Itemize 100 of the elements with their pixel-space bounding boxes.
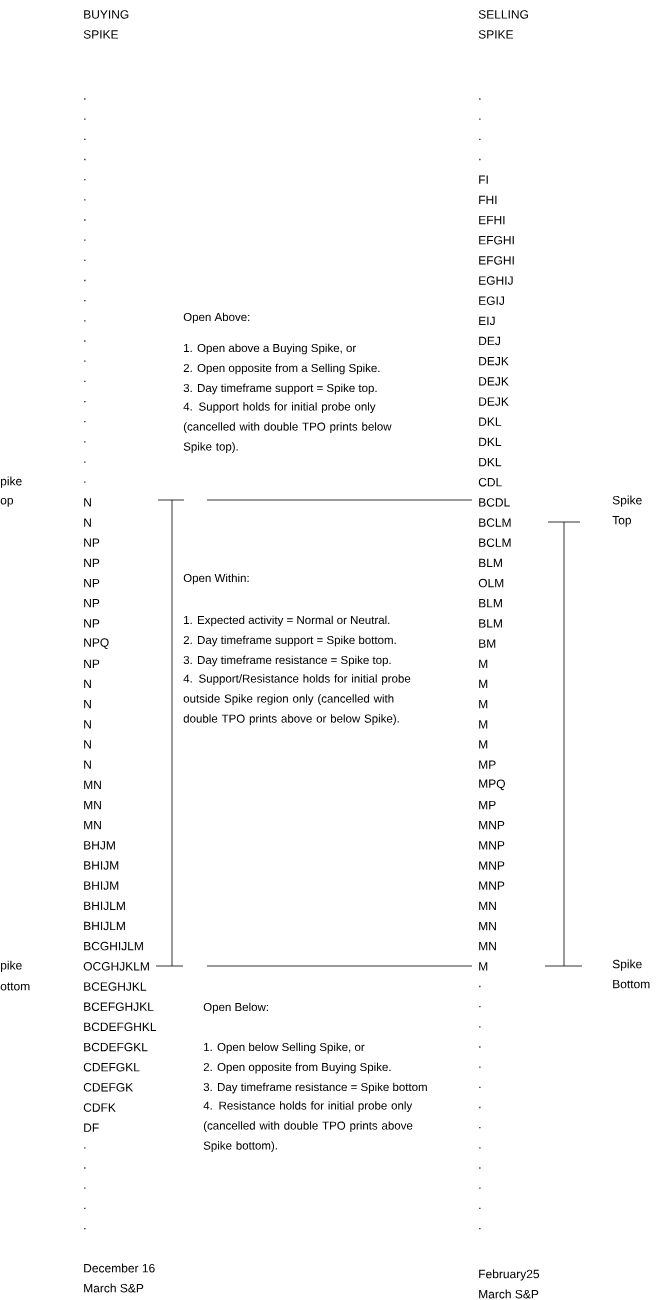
tpo-letters: CDL — [478, 477, 502, 487]
dot: . — [479, 1106, 481, 1109]
tpo-letters: MP — [479, 760, 496, 769]
dot: . — [479, 118, 481, 120]
rule-text: 2. Day timeframe support = Spike bottom. — [183, 635, 396, 647]
tpo-letters: BCLM — [479, 538, 511, 547]
dot: . — [84, 1147, 86, 1149]
dot: . — [84, 1227, 86, 1230]
rule-text: 1. Expected activity = Normal or Neutral. — [184, 615, 390, 627]
dot: . — [84, 320, 86, 322]
dot: . — [479, 985, 481, 988]
dot: . — [84, 279, 86, 282]
tpo-letters: NP — [84, 619, 100, 628]
spike-label: pike — [1, 476, 22, 488]
tpo-letters: FI — [479, 175, 488, 184]
spike-label: op — [0, 497, 14, 507]
rule-text: 4. Support/Resistance holds for initial probe outside Spike region only (cancelled with double TPO prints above or below Spike). — [183, 674, 411, 725]
tpo-letters: OLM — [478, 578, 504, 588]
tpo-letters: DEJK — [479, 377, 509, 386]
tpo-letters: DEJ — [479, 336, 500, 346]
dot: . — [84, 481, 86, 483]
tpo-letters: BLM — [479, 599, 502, 608]
tpo-letters: M — [479, 740, 488, 749]
date-label: February25 — [479, 1269, 540, 1281]
rule-heading: Open Below: — [203, 1002, 268, 1014]
tpo-letters: MN — [479, 942, 496, 951]
rule-text: 2. Open opposite from a Selling Spike. — [183, 363, 380, 375]
tpo-letters: EGIJ — [479, 296, 504, 305]
tpo-letters: BHIJM — [84, 861, 119, 870]
tpo-letters: EFGHI — [479, 235, 514, 245]
column-header: SELLING SPIKE — [478, 10, 528, 39]
tpo-letters: BCGHIJLM — [84, 941, 143, 951]
spike-label: ottom — [0, 982, 30, 991]
tpo-letters: NPQ — [84, 638, 109, 649]
dot: . — [479, 1227, 481, 1230]
dot: . — [479, 138, 481, 140]
tpo-letters: M — [479, 659, 488, 668]
dot: . — [84, 300, 86, 302]
tpo-letters: BCDEFGKL — [84, 1042, 148, 1052]
tpo-letters: MPQ — [479, 779, 505, 791]
tpo-letters: MNP — [479, 881, 505, 890]
tpo-letters: N — [84, 700, 91, 709]
dot: . — [84, 158, 86, 161]
tpo-letters: DKL — [479, 417, 502, 426]
dot: . — [84, 360, 86, 362]
dot: . — [479, 98, 481, 100]
tpo-letters: EGHIJ — [479, 276, 513, 285]
dot: . — [479, 1086, 481, 1088]
tpo-letters: MN — [84, 780, 101, 789]
tpo-letters: DKL — [479, 437, 502, 447]
dot: . — [84, 1207, 86, 1210]
tpo-letters: BHIJLM — [84, 921, 125, 931]
tpo-letters: N — [84, 679, 91, 689]
tpo-letters: DKL — [479, 458, 502, 467]
tpo-letters: CDEFGKL — [83, 1062, 140, 1072]
tpo-letters: DEJK — [479, 357, 509, 366]
rule-text: 1. Open above a Buying Spike, or — [184, 343, 356, 355]
tpo-letters: M — [479, 720, 488, 729]
dot: . — [479, 1006, 481, 1008]
dot: . — [479, 1207, 481, 1210]
dot: . — [84, 1187, 86, 1189]
tpo-letters: N — [84, 498, 91, 507]
tpo-letters: BCDEFGHKL — [84, 1022, 157, 1032]
tpo-letters: CDFK — [83, 1103, 116, 1112]
dot: . — [479, 1046, 481, 1048]
tpo-letters: BHIJLM — [84, 901, 125, 910]
tpo-letters: N — [84, 518, 91, 527]
tpo-letters: OCGHJKLM — [83, 962, 149, 971]
tpo-letters: MNP — [479, 861, 505, 870]
dot: . — [84, 239, 86, 241]
dot: . — [479, 1026, 481, 1028]
dot: . — [84, 421, 86, 423]
tpo-letters: BCLM — [479, 518, 511, 527]
tpo-letters: MN — [84, 800, 101, 810]
tpo-letters: MN — [479, 901, 496, 910]
dot: . — [479, 1147, 481, 1149]
tpo-letters: M — [479, 700, 488, 709]
tpo-letters: NP — [84, 659, 100, 668]
tpo-letters: BM — [479, 639, 496, 648]
rule-text: 4. Support holds for initial probe only (cancelled with double TPO prints below Spike top). — [183, 402, 392, 453]
rule-heading: Open Within: — [183, 573, 249, 585]
dot: . — [479, 1127, 481, 1129]
tpo-letters: BHJM — [84, 841, 115, 850]
tpo-letters: EIJ — [479, 316, 495, 326]
rule-text: 3. Day timeframe support = Spike top. — [183, 383, 377, 395]
spike-label: Spike Top — [612, 495, 642, 527]
tpo-letters: EFGHI — [479, 256, 514, 265]
tpo-letters: BCDL — [479, 498, 510, 507]
dot: . — [84, 199, 86, 201]
tpo-letters: MP — [479, 800, 496, 810]
tpo-letters: BHIJM — [84, 881, 119, 890]
contract-label: March S&P — [84, 1283, 144, 1293]
tpo-letters: DEJK — [479, 397, 509, 406]
date-label: December 16 — [84, 1263, 155, 1273]
dot: . — [84, 340, 86, 342]
tpo-letters: NP — [84, 579, 100, 588]
tpo-letters: FHI — [479, 195, 497, 205]
tpo-letters: DF — [84, 1123, 99, 1132]
rule-text: 3. Day timeframe resistance = Spike top. — [183, 655, 391, 667]
spike-label: pike — [1, 960, 22, 972]
